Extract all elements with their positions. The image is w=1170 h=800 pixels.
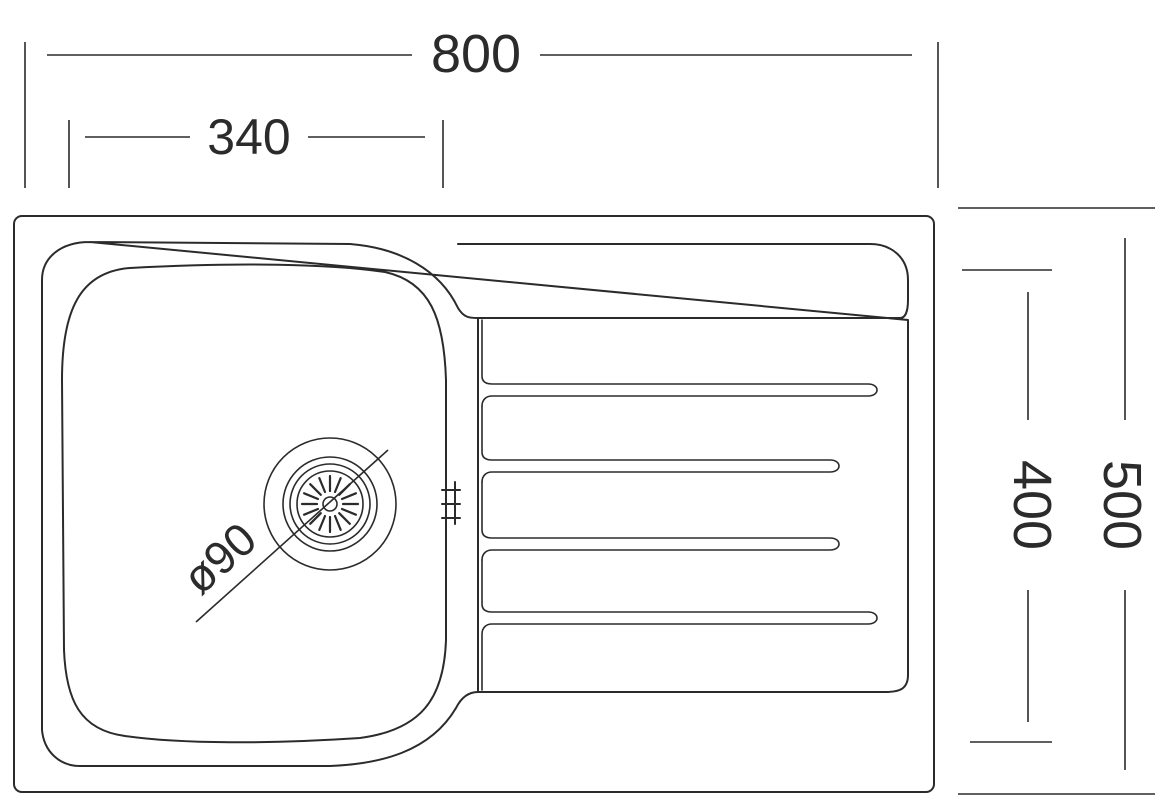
drain-center (322, 496, 338, 512)
bowl-width-label: 340 (207, 109, 290, 165)
drainboard-rib-2 (481, 405, 840, 483)
drain-ring-3 (289, 463, 371, 545)
drain-diameter-label: ø90 (172, 512, 266, 604)
drain-strainer (296, 470, 364, 538)
drainboard-rib-1 (481, 319, 878, 407)
overall-depth-label: 500 (1092, 460, 1152, 550)
sink-outer-frame (13, 215, 935, 793)
drain-slot (309, 512, 322, 525)
drain-slot (303, 492, 320, 501)
drain-diameter-leader (195, 449, 389, 623)
drain-ring-2 (282, 456, 378, 552)
drainboard-rib-4 (481, 559, 878, 691)
drain-slot (333, 477, 342, 494)
drain-slot (309, 483, 322, 496)
bowl-depth-dimension: 400 (962, 269, 1062, 743)
overall-depth-dimension: 500 (958, 207, 1155, 795)
drainboard-rib-3 (481, 481, 840, 561)
drain-slot (338, 512, 351, 525)
overflow-marks (441, 481, 461, 525)
overall-width-dimension: 800 (24, 24, 939, 188)
sink-bowl (61, 263, 447, 744)
drain-slot (303, 507, 320, 516)
drain-slot (318, 477, 327, 494)
drain-slot (318, 514, 327, 532)
drain-slot (340, 507, 357, 516)
drain: ø90 (172, 437, 397, 623)
sink-inner-rim (41, 241, 909, 767)
drain-slot (333, 514, 342, 532)
bowl-depth-label: 400 (1002, 460, 1062, 550)
drain-slot (340, 492, 357, 501)
drain-outer-ring (263, 437, 397, 571)
bowl-width-dimension: 340 (68, 109, 444, 188)
overall-width-label: 800 (431, 24, 521, 84)
drainboard (477, 317, 878, 693)
